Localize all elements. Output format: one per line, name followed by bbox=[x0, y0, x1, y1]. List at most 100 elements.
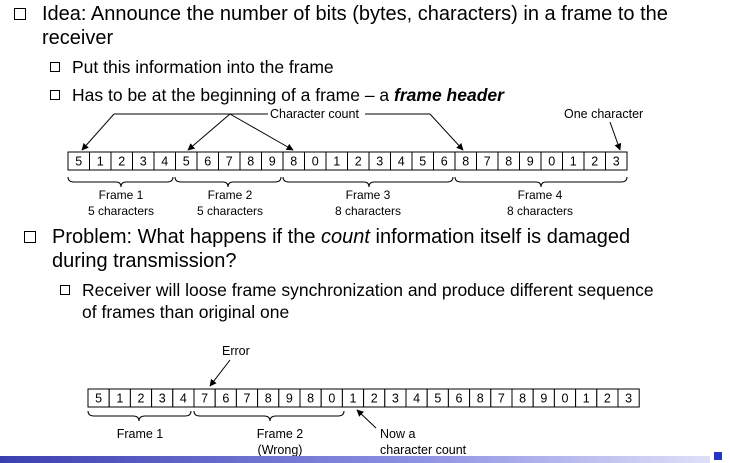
figure2-cell-digit: 6 bbox=[456, 392, 463, 406]
frame-4-name: Frame 4 bbox=[518, 188, 563, 202]
figure1-cell bbox=[261, 151, 284, 171]
figure2-cell-digit: 7 bbox=[201, 392, 208, 406]
problem-line-2: during transmission? bbox=[52, 250, 237, 272]
figure1-cell-digit: 7 bbox=[484, 155, 491, 169]
figure1-cell-digit: 6 bbox=[204, 155, 211, 169]
problem-line-1: Problem: What happens if the count infor… bbox=[52, 225, 630, 249]
now-label-line-2: character count bbox=[380, 443, 467, 457]
figure2-cell bbox=[596, 388, 619, 408]
figure1-cell bbox=[433, 151, 456, 171]
figure2-cell-digit: 1 bbox=[350, 392, 357, 406]
bullet-problem: Problem: What happens if the count infor… bbox=[24, 225, 630, 273]
figure2-cell-digit: 8 bbox=[265, 392, 272, 406]
figure2-cell bbox=[553, 388, 577, 408]
figure2-cell-digit: 8 bbox=[477, 392, 484, 406]
figure1-cell bbox=[196, 151, 219, 171]
figure2-cell-digit: 8 bbox=[519, 392, 526, 406]
figure1-cell-digit: 2 bbox=[355, 155, 362, 169]
error-label: Error bbox=[222, 344, 250, 358]
figure1-cell bbox=[67, 151, 90, 171]
figure1-cell-digit: 4 bbox=[398, 155, 405, 169]
figure2-cell bbox=[235, 388, 259, 408]
figure2-cell-digit: 3 bbox=[625, 392, 632, 406]
figure2-cell bbox=[108, 388, 131, 408]
figure2-cell bbox=[511, 388, 534, 408]
figure2-cell-digit: 7 bbox=[244, 392, 251, 406]
figure2-cell bbox=[617, 388, 640, 408]
frame-4-size: 8 characters bbox=[507, 204, 573, 218]
figure2-cell bbox=[278, 388, 301, 408]
figure2-cell-digit: 8 bbox=[307, 392, 314, 406]
figure2-cell bbox=[172, 388, 195, 408]
figure1-cell bbox=[153, 151, 176, 171]
figure2-cell bbox=[532, 388, 555, 408]
figure2-cell-digit: 7 bbox=[498, 392, 505, 406]
figure2-cell-digit: 4 bbox=[180, 392, 187, 406]
figure1-cell bbox=[583, 151, 606, 171]
frame-2-size: 5 characters bbox=[197, 204, 263, 218]
bullet-square-icon bbox=[50, 90, 60, 100]
now-label-line-1: Now a bbox=[380, 427, 415, 441]
figure2-cell bbox=[320, 388, 343, 408]
figure1-cell bbox=[347, 151, 370, 171]
navigation-square-icon[interactable] bbox=[714, 452, 722, 460]
figure1-cell-digit: 5 bbox=[183, 155, 190, 169]
count-term: count bbox=[321, 226, 370, 248]
figure2-cell-digit: 9 bbox=[540, 392, 547, 406]
figure1-cell bbox=[519, 151, 542, 171]
bullet-frame-header: Has to be at the beginning of a frame – … bbox=[50, 84, 504, 106]
figure2-cell bbox=[151, 388, 174, 408]
figure1-cell-digit: 3 bbox=[376, 155, 383, 169]
figure2-cell-digit: 5 bbox=[434, 392, 441, 406]
figure1-cell bbox=[282, 151, 305, 171]
figure1-cell bbox=[368, 151, 391, 171]
figure1-cell-digit: 8 bbox=[462, 155, 469, 169]
figure2-cell-digit: 1 bbox=[116, 392, 123, 406]
bullet-receiver-sync: Receiver will loose frame synchronizatio… bbox=[60, 279, 654, 323]
figure1-cell-digit: 9 bbox=[269, 155, 276, 169]
figure1-cell-digit: 1 bbox=[97, 155, 104, 169]
figure2-cell-digit: 5 bbox=[95, 392, 102, 406]
character-count-label: Character count bbox=[270, 107, 359, 121]
sub-bullet-text: Put this information into the frame bbox=[72, 57, 334, 77]
figure1-cell-digit: 5 bbox=[419, 155, 426, 169]
frame-2-name: Frame 2 bbox=[208, 188, 253, 202]
idea-line-2: receiver bbox=[42, 27, 114, 49]
figure1-cell-digit: 2 bbox=[118, 155, 125, 169]
figure2-cell-digit: 9 bbox=[286, 392, 293, 406]
figure2-cell bbox=[447, 388, 471, 408]
figure1-cell-digit: 0 bbox=[548, 155, 555, 169]
wrong-frame-2-sub: (Wrong) bbox=[258, 443, 303, 457]
figure1-cell bbox=[476, 151, 499, 171]
figure2-cell-digit: 0 bbox=[562, 392, 569, 406]
figure1-cell bbox=[239, 151, 262, 171]
figure2-cell bbox=[214, 388, 237, 408]
figure1-cell bbox=[454, 151, 477, 171]
figure1-cell-digit: 8 bbox=[290, 155, 297, 169]
figure1-cell-digit: 9 bbox=[527, 155, 534, 169]
figure1-cell-digit: 2 bbox=[591, 155, 598, 169]
figure1-cell bbox=[89, 151, 112, 171]
figure1-cell-digit: 1 bbox=[570, 155, 577, 169]
sync-line-2: of frames than original one bbox=[82, 302, 290, 322]
figure1-cell bbox=[175, 151, 198, 171]
bullet-square-icon bbox=[24, 231, 36, 243]
figure1-cell-digit: 0 bbox=[312, 155, 319, 169]
figure2-cell bbox=[129, 388, 153, 408]
figure1-cell bbox=[110, 151, 133, 171]
sync-line-1: Receiver will loose frame synchronizatio… bbox=[82, 280, 654, 300]
sub-bullet-prefix: Has to be at the beginning of a frame – … bbox=[72, 85, 395, 105]
figure1-cell bbox=[304, 151, 327, 171]
figure1-cell-digit: 3 bbox=[140, 155, 147, 169]
figure2-cell-digit: 6 bbox=[222, 392, 229, 406]
frame-1-size: 5 characters bbox=[88, 204, 154, 218]
figure1-cell bbox=[605, 151, 628, 171]
figure2-cell bbox=[405, 388, 428, 408]
frame-1-name: Frame 1 bbox=[99, 188, 144, 202]
figure1-cell bbox=[562, 151, 585, 171]
bullet-square-icon bbox=[14, 8, 26, 20]
figure1-cell bbox=[390, 151, 413, 171]
one-character-label: One character bbox=[564, 107, 643, 121]
frame-3-name: Frame 3 bbox=[346, 188, 391, 202]
